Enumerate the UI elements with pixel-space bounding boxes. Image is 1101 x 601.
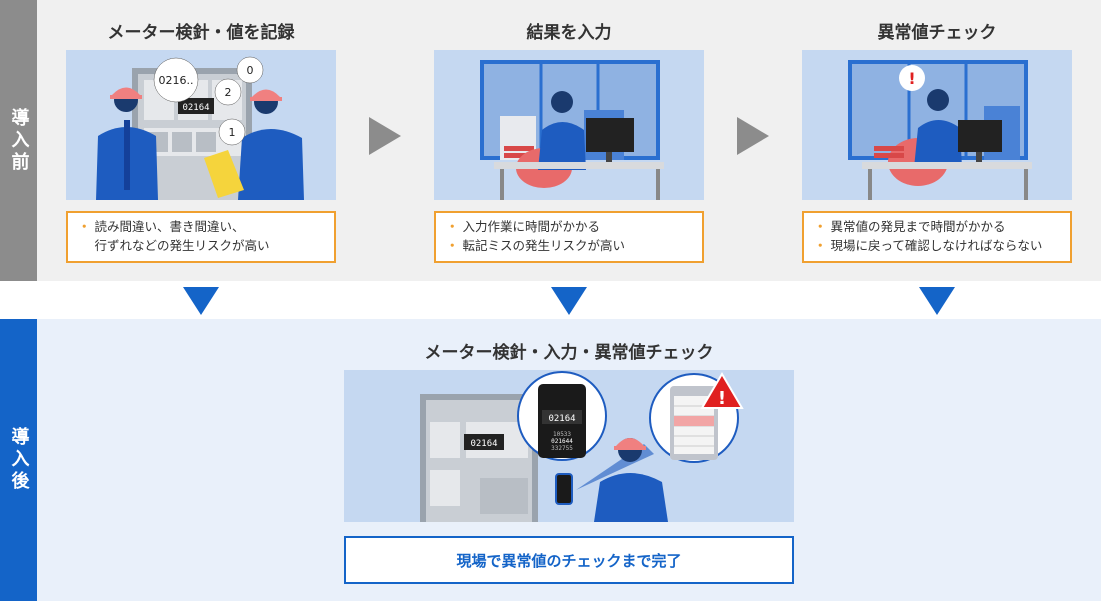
svg-text:0: 0 (247, 64, 254, 77)
svg-text:!: ! (718, 388, 726, 409)
arrow-right-icon (369, 117, 401, 155)
step2-title: 結果を入力 (526, 23, 612, 43)
svg-text:!: ! (908, 69, 915, 88)
svg-text:2: 2 (225, 86, 232, 99)
before-label: 導入前 (0, 0, 37, 281)
svg-text:02164: 02164 (182, 103, 209, 113)
arrow-down-icon (551, 287, 587, 315)
after-label: 導入後 (0, 319, 37, 601)
step1-issues: ・読み間違い、書き間違い、 ・行ずれなどの発生リスクが高い (66, 211, 336, 263)
arrow-down-icon (183, 287, 219, 315)
step1-illustration: 02164 0216.. 0 2 1 (66, 50, 336, 200)
step3-title: 異常値チェック (877, 23, 997, 43)
step2-issues: ・入力作業に時間がかかる ・転記ミスの発生リスクが高い (434, 211, 704, 263)
step1-title: メーター検針・値を記録 (107, 23, 295, 43)
svg-text:02164: 02164 (548, 414, 575, 424)
step3-illustration: ! (802, 50, 1072, 200)
arrow-down-icon (919, 287, 955, 315)
svg-text:332755: 332755 (551, 445, 573, 452)
after-illustration: 02164 02164 10533 021644 332755 ! (344, 370, 794, 522)
after-title: メーター検針・入力・異常値チェック (424, 343, 714, 363)
svg-text:0216..: 0216.. (159, 74, 194, 87)
result-box: 現場で異常値のチェックまで完了 (344, 536, 794, 584)
svg-text:021644: 021644 (551, 438, 573, 445)
svg-text:1: 1 (229, 126, 236, 139)
svg-text:10533: 10533 (553, 431, 571, 438)
svg-text:02164: 02164 (470, 439, 497, 449)
step3-issues: ・異常値の発見まで時間がかかる ・現場に戻って確認しなければならない (802, 211, 1072, 263)
arrow-right-icon (737, 117, 769, 155)
step2-illustration (434, 50, 704, 200)
